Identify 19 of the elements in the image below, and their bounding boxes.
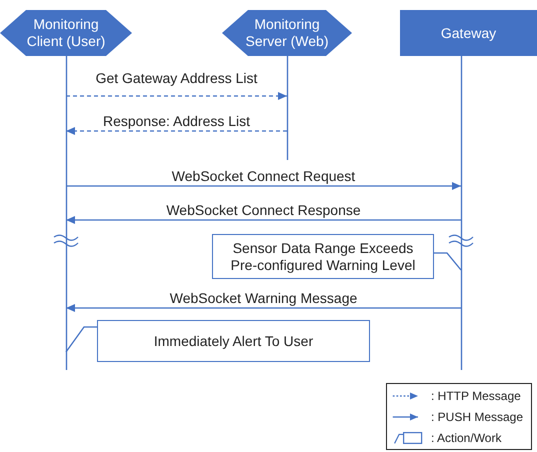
legend-label: : HTTP Message [431,389,521,403]
message-arrow [66,127,287,135]
legend-label: : PUSH Message [431,410,524,424]
legend-label: : Action/Work [431,431,502,445]
message-arrow [66,92,287,100]
edge-label: WebSocket Connect Response [164,202,363,218]
action-box: Sensor Data Range Exceeds Pre-configured Warning Level [212,234,434,279]
action-box: Immediately Alert To User [97,320,370,362]
edge-label: Get Gateway Address List [94,70,260,86]
participant-box: Gateway [400,10,537,56]
edge-label: WebSocket Connect Request [170,168,358,184]
message-arrow [66,304,461,312]
message-arrow [66,182,461,190]
participant-hexagon: Monitoring Client (User) [0,10,132,56]
participant-hexagon: Monitoring Server (Web) [222,10,352,56]
leader-line [65,326,97,352]
edge-label: WebSocket Warning Message [168,290,360,306]
message-arrow [66,216,461,224]
leader-line [434,252,462,270]
